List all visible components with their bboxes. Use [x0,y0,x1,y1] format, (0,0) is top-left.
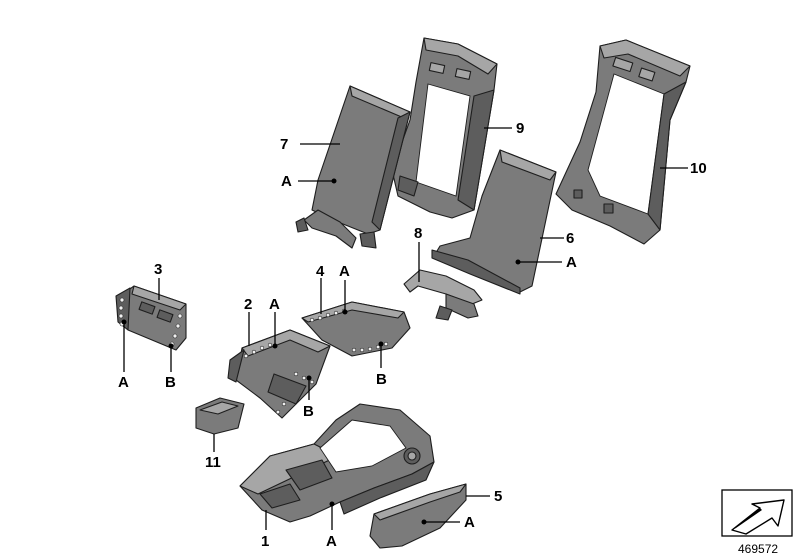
callout-7: 7 [280,136,288,153]
part-3-end-cap [115,285,187,351]
callout-4-a: A [339,263,350,280]
part-11-trim-panel [195,397,245,435]
drawing-number: 469572 [738,542,778,556]
callout-7-a: A [281,173,292,190]
leader-lines [121,127,688,530]
part-8-bracket [403,269,483,321]
callout-labels: 7 A 9 10 6 A 8 4 A B 3 A B 2 A B 11 1 A … [118,120,707,550]
part-3-clips-a [118,297,125,327]
callout-2-a: A [269,296,280,313]
part-5-side-panel [369,483,467,549]
orientation-arrow-icon [721,489,793,537]
callout-5: 5 [494,488,502,505]
part-10-side-frame [555,39,691,245]
part-9-frame [391,37,498,219]
part-2-clips [243,342,315,415]
part-7-armrest-pad [295,85,411,249]
part-2-lid [227,329,331,419]
callout-6-a: A [566,254,577,271]
callout-9: 9 [516,120,524,137]
callout-10: 10 [690,160,707,177]
callout-4: 4 [316,263,325,280]
callout-2: 2 [244,296,252,313]
callout-3-a: A [118,374,129,391]
callout-2-b: B [303,403,314,420]
callout-3-b: B [165,374,176,391]
callout-11: 11 [205,454,221,471]
callout-1-a: A [326,533,337,550]
part-1-console-housing [239,403,435,523]
callout-6: 6 [566,230,574,247]
callout-4-b: B [376,371,387,388]
callout-8: 8 [414,225,422,242]
callout-3: 3 [154,261,162,278]
callout-5-a: A [464,514,475,531]
part-6-cover [431,149,557,295]
callout-1: 1 [261,533,269,550]
